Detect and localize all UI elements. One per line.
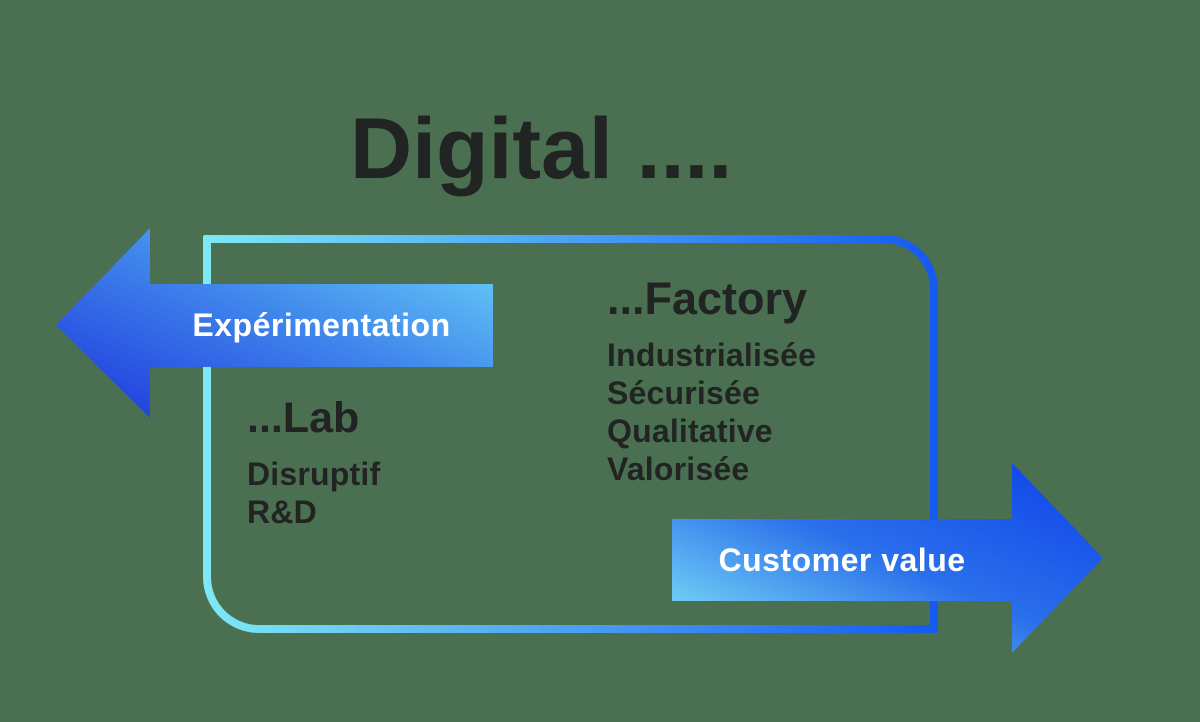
lab-items: Disruptif R&D [247, 455, 380, 531]
factory-heading: ...Factory [607, 273, 808, 324]
lab-section: ...Lab Disruptif R&D [247, 397, 380, 531]
factory-items: Industrialisée Sécurisée Qualitative Val… [607, 336, 816, 488]
lab-heading: ...Lab [247, 394, 360, 442]
experimentation-arrow-label: Expérimentation [192, 307, 451, 343]
factory-item: Industrialisée [607, 337, 817, 373]
factory-item: Valorisée [607, 451, 750, 487]
lab-item: R&D [247, 494, 317, 530]
page-title: Digital .... [350, 101, 733, 197]
lab-item: Disruptif [247, 456, 381, 492]
factory-item: Sécurisée [607, 375, 761, 411]
factory-section: ...Factory Industrialisée Sécurisée Qual… [607, 276, 816, 488]
factory-item: Qualitative [607, 413, 773, 449]
customer-value-arrow-label: Customer value [718, 541, 966, 578]
